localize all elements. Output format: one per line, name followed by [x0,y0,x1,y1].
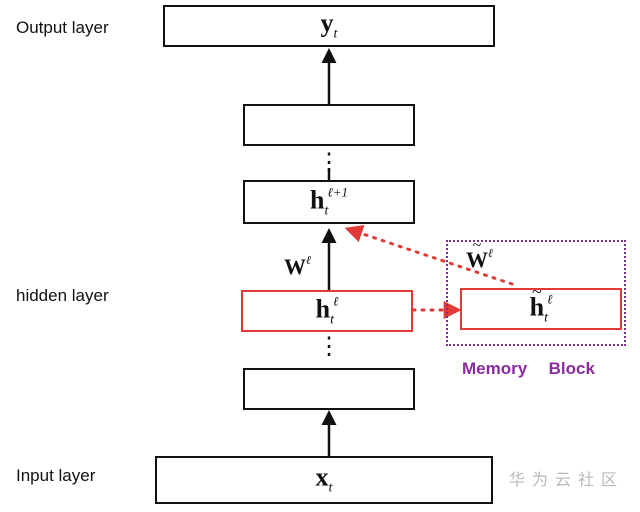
top-hidden-node [243,104,415,146]
memory-state-superscript: ℓ [546,291,553,307]
hidden-current-superscript: ℓ [332,293,339,309]
memory-weight-superscript: ℓ [488,246,493,260]
watermark: 华为云社区 [508,470,624,489]
input-node: xt [155,456,493,504]
hidden-layer-label: hidden layer [16,286,109,305]
forward-weight-superscript: ℓ [306,253,311,267]
output-node: yt [163,5,495,47]
input-subscript: t [328,480,333,496]
memory-weight-symbol: W [466,247,488,272]
ellipsis-lower: ⋮ [317,334,341,360]
input-symbol: x [315,462,329,492]
hidden-next-symbol: h [309,185,325,215]
memory-block-label: Memory Block [462,359,595,378]
memory-state-subscript: t [544,310,548,326]
forward-weight-symbol: W [284,254,306,279]
hidden-next-superscript: ℓ+1 [327,184,349,200]
ellipsis-upper: ⋮ [317,150,341,176]
bottom-hidden-node [243,368,415,410]
arrow-memory-to-upper [344,225,514,286]
memory-weight-tilde: ~ [472,237,482,254]
memory-state-tilde: ~ [531,281,542,302]
hidden-next-node: ht ℓ+1 [243,180,415,224]
hidden-current-symbol: h [315,294,331,324]
hidden-current-subscript: t [330,312,334,328]
memory-state-symbol: h [529,292,545,322]
memory-block-frame [446,240,626,346]
input-layer-label: Input layer [16,466,96,485]
memory-weight-label: ~Wℓ [466,237,493,273]
output-subscript: t [333,26,338,42]
output-symbol: y [320,8,334,38]
memory-state-node: ~htℓ [460,283,622,330]
forward-weight-label: Wℓ [284,253,311,280]
hidden-current-node: htℓ [241,290,413,332]
output-layer-label: Output layer [16,18,109,37]
hidden-next-subscript: t [324,203,329,219]
